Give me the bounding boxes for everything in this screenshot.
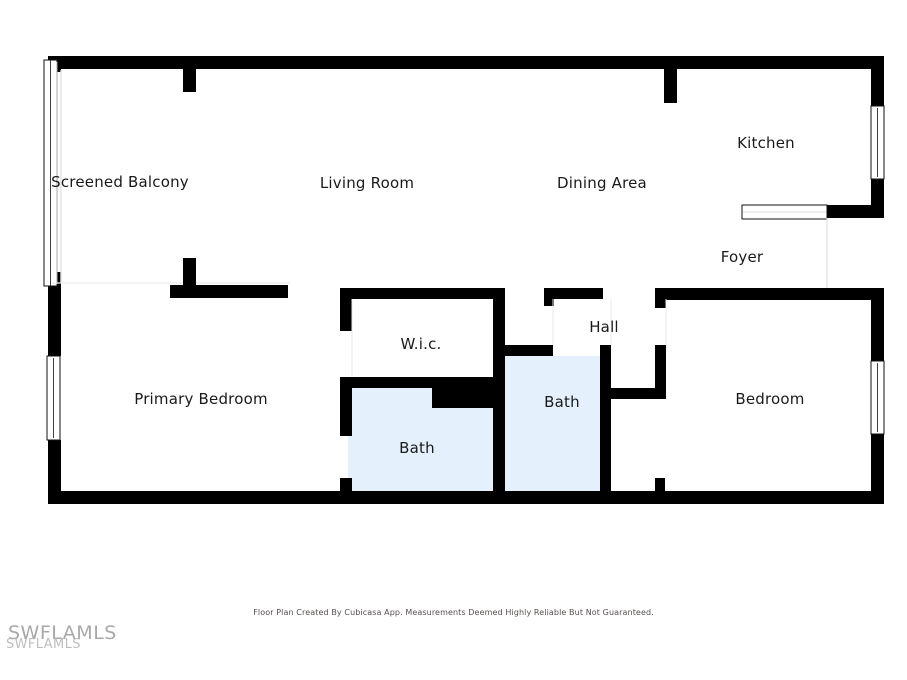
balcony-inner-partition — [52, 70, 290, 284]
watermark-secondary: SWFLAMLS — [6, 637, 81, 652]
hairline-guides — [351, 299, 667, 377]
room-label-screened-balcony: Screened Balcony — [51, 173, 189, 191]
room-label-dining-area: Dining Area — [557, 174, 647, 192]
wall-stub-bedroom-top — [655, 288, 666, 308]
wall-stub-hall-top — [544, 288, 554, 306]
balcony-screen-glazing — [43, 59, 58, 287]
bath-fill-group — [348, 356, 602, 493]
wall-exterior-right-upper — [871, 56, 884, 106]
wall-bath-left-lower — [340, 377, 352, 436]
wall-stub-living-top — [183, 69, 196, 92]
wall-divider-seg-primary — [170, 285, 288, 298]
wall-exterior-left-lower-b — [48, 440, 61, 504]
wall-exterior-right-upper-b — [871, 179, 884, 211]
wall-exterior-right-lower-b — [871, 434, 884, 500]
disclaimer-text: Floor Plan Created By Cubicasa App. Meas… — [253, 608, 654, 617]
watermark-primary: SWFLAMLS — [8, 622, 117, 644]
exterior-walls — [48, 56, 884, 504]
wall-guest-bath-right-stub — [600, 345, 611, 359]
room-label-bedroom: Bedroom — [735, 390, 805, 408]
wall-closet-block — [432, 380, 495, 408]
watermark: SWFLAMLS SWFLAMLS — [4, 622, 184, 664]
guest-bath-walls — [505, 345, 611, 493]
room-label-walk-in-closet: W.i.c. — [400, 335, 442, 353]
wall-wic-bath-divider — [340, 377, 495, 388]
room-label-bath-guest: Bath — [544, 393, 580, 411]
wall-bedroom-closet-bottom — [611, 388, 666, 399]
room-label-hall: Hall — [589, 318, 619, 336]
wall-wic-right — [493, 288, 505, 493]
wall-bedroom-closet-top-stub — [655, 345, 666, 357]
room-label-kitchen: Kitchen — [737, 134, 795, 152]
wall-exterior-right-foyer — [826, 205, 884, 218]
hall-closet-walls — [611, 345, 666, 399]
wall-stub-living-bottom — [183, 258, 196, 286]
bath-guest-fill — [502, 356, 602, 493]
interior-wall-stubs-top — [183, 69, 677, 103]
wall-divider-seg-bedroom — [655, 288, 884, 300]
wall-guest-bath-top — [505, 345, 553, 356]
wall-foyer-right-vertical — [826, 205, 839, 218]
wall-bedroom-closet-left — [655, 345, 666, 395]
wall-stub-bath-bottom-left — [341, 478, 351, 492]
bottom-wall-stubs — [341, 478, 665, 492]
wall-exterior-left-lower-a — [48, 286, 61, 356]
wall-exterior-right-lower — [871, 288, 884, 362]
wall-exterior-bottom — [48, 491, 884, 504]
wall-exterior-top — [48, 56, 884, 69]
wall-stub-kitchen-top — [664, 69, 677, 103]
room-label-living-room: Living Room — [319, 174, 415, 192]
room-label-foyer: Foyer — [720, 248, 764, 266]
wall-divider-seg-hall — [548, 288, 603, 299]
central-divider-wall — [170, 258, 884, 308]
wall-divider-seg-wic — [340, 288, 505, 299]
wall-stub-bedroom-bottom — [655, 478, 665, 492]
wall-wic-left-upper — [340, 288, 352, 331]
window-group — [46, 105, 885, 441]
wall-guest-bath-right — [600, 345, 611, 493]
room-label-bath-primary: Bath — [399, 439, 435, 457]
room-label-primary-bedroom: Primary Bedroom — [134, 390, 268, 408]
kitchen-foyer-divider — [741, 204, 839, 288]
